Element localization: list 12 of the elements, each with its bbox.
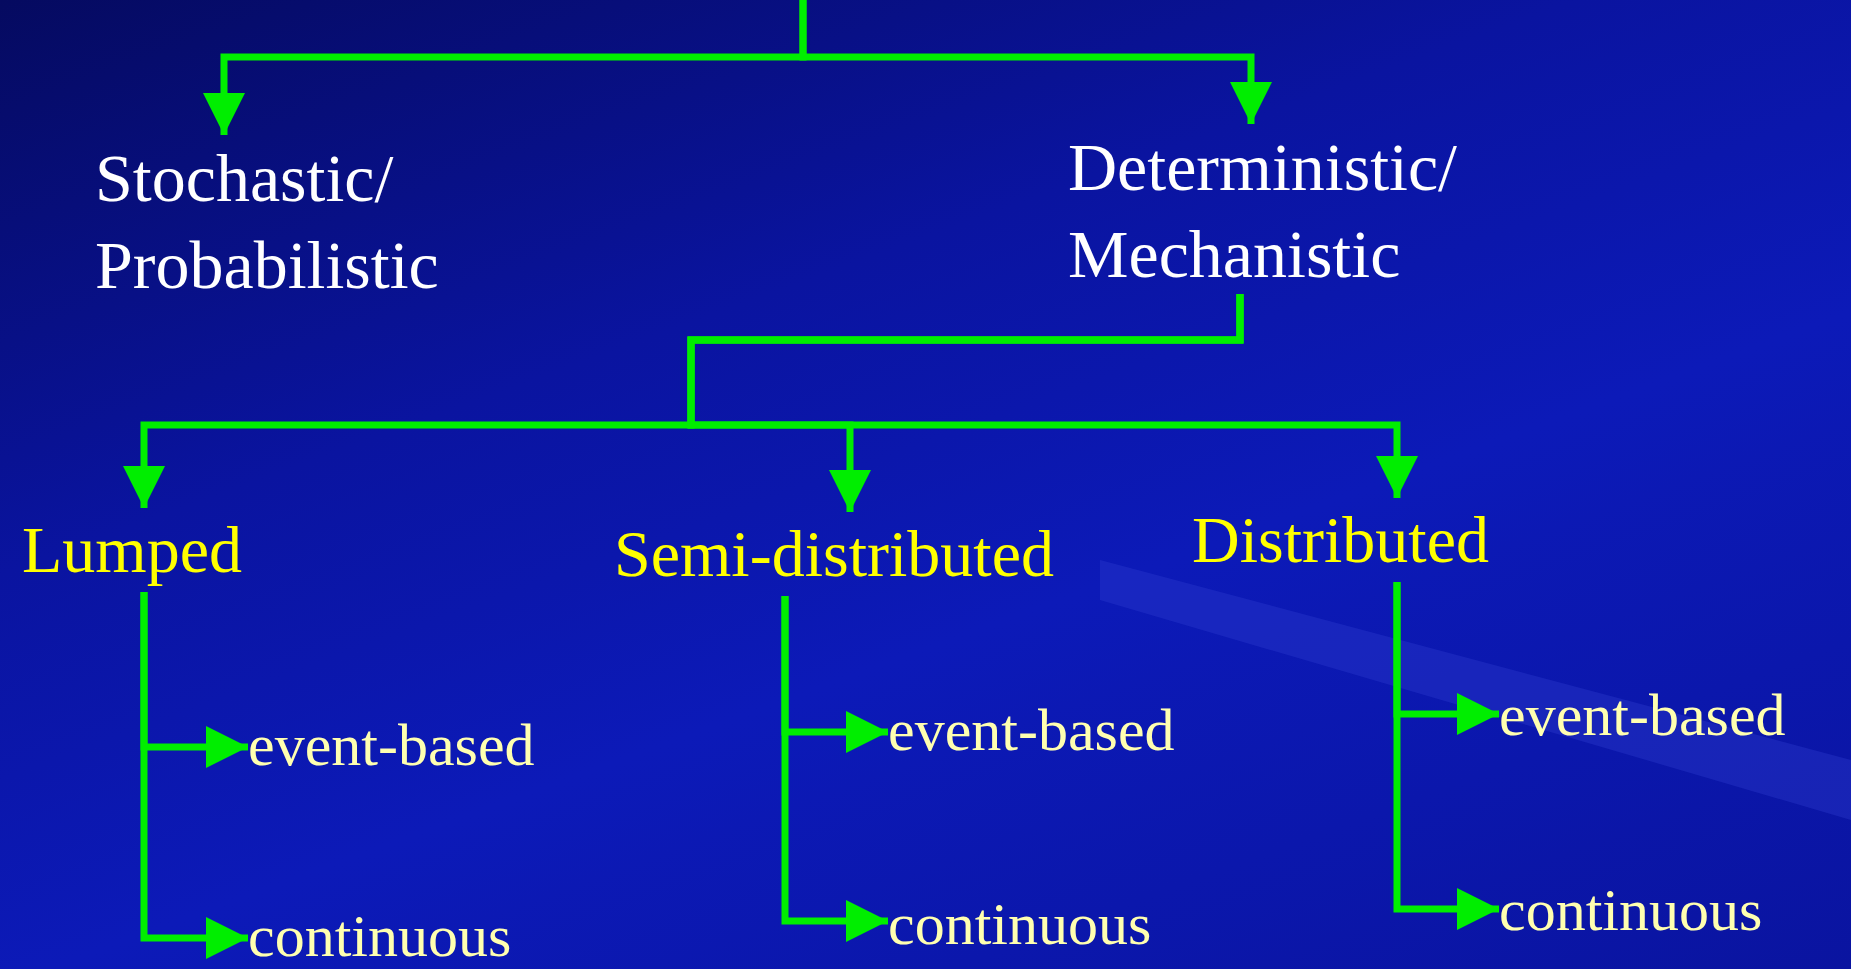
category-label: continuous xyxy=(248,898,578,968)
category-label: continuous xyxy=(888,886,1218,962)
category-label: continuous xyxy=(1499,872,1829,948)
category-label: event-based xyxy=(248,707,598,787)
category-label: Deterministic/ Mechanistic xyxy=(1068,124,1508,294)
arrow xyxy=(1393,582,1499,930)
category-label: Distributed xyxy=(1192,498,1532,582)
category-label: event-based xyxy=(888,692,1238,772)
category-label: Semi-distributed xyxy=(614,512,1114,596)
category-label: event-based xyxy=(1499,677,1849,757)
category-label: Lumped xyxy=(22,508,277,592)
category-label: Stochastic/ Probabilistic xyxy=(95,135,475,300)
